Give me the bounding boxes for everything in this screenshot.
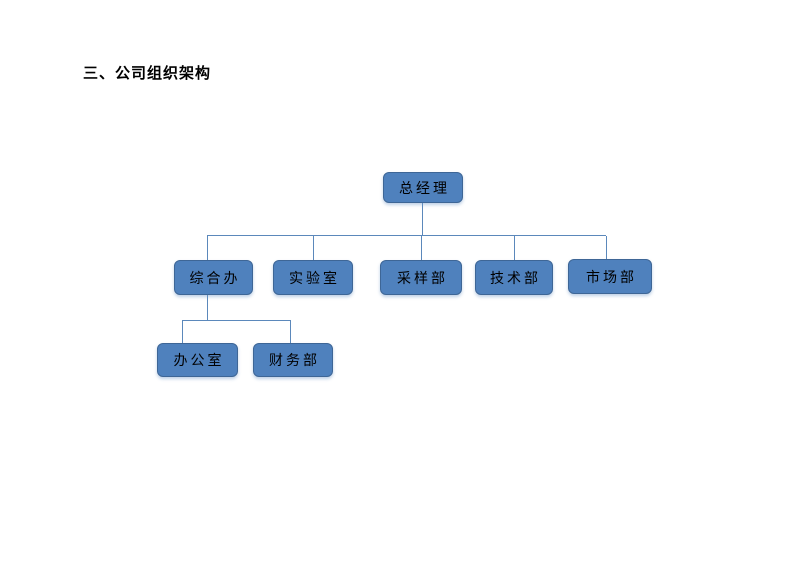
org-node-technology-dept: 技术部: [475, 260, 553, 295]
connector-drop-bgs: [182, 321, 183, 343]
org-node-finance-dept: 财务部: [253, 343, 333, 377]
connector-drop-jsb: [514, 236, 515, 260]
org-node-general-office: 综合办: [174, 260, 253, 295]
section-heading: 三、公司组织架构: [83, 66, 212, 82]
connector-drop-cyb: [421, 236, 422, 260]
connector-level2-rail: [207, 235, 606, 236]
connector-gm-down: [422, 203, 423, 235]
org-node-general-manager: 总经理: [383, 172, 463, 203]
connector-drop-scb: [606, 236, 607, 260]
org-node-sampling-dept: 采样部: [380, 260, 462, 295]
org-node-office: 办公室: [157, 343, 238, 377]
org-node-laboratory: 实验室: [273, 260, 353, 295]
org-node-marketing-dept: 市场部: [568, 259, 652, 294]
connector-level3-rail: [182, 320, 291, 321]
connector-zhb-down: [207, 295, 208, 320]
connector-drop-cwb: [290, 321, 291, 343]
connector-drop-sys: [313, 236, 314, 260]
connector-drop-zhb: [207, 236, 208, 260]
